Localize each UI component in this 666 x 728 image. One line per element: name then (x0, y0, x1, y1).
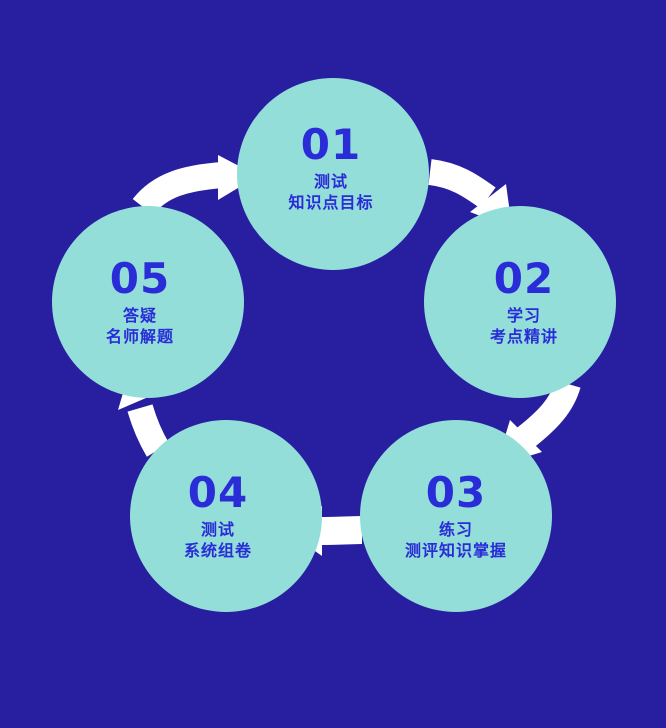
step-label-line2: 测评知识掌握 (404, 541, 507, 560)
step-number: 02 (493, 254, 555, 303)
step-label-line1: 测试 (313, 172, 348, 191)
step-04-circle: 04 测试 系统组卷 (130, 420, 322, 612)
step-01-circle: 01 测试 知识点目标 (237, 78, 429, 270)
step-number: 05 (109, 254, 171, 303)
step-label-line2: 系统组卷 (183, 541, 252, 560)
step-label-line1: 测试 (200, 520, 235, 539)
step-02-circle: 02 学习 考点精讲 (424, 206, 616, 398)
step-label-line2: 名师解题 (105, 327, 174, 346)
step-label-line1: 答疑 (122, 306, 157, 325)
step-05-circle: 05 答疑 名师解题 (52, 206, 244, 398)
step-label-line1: 练习 (438, 520, 473, 539)
step-number: 04 (187, 468, 249, 517)
step-03-circle: 03 练习 测评知识掌握 (360, 420, 552, 612)
step-label-line2: 考点精讲 (489, 327, 558, 346)
step-number: 01 (300, 120, 362, 169)
step-label-line1: 学习 (506, 306, 541, 325)
step-number: 03 (425, 468, 487, 517)
step-label-line2: 知识点目标 (288, 193, 374, 212)
